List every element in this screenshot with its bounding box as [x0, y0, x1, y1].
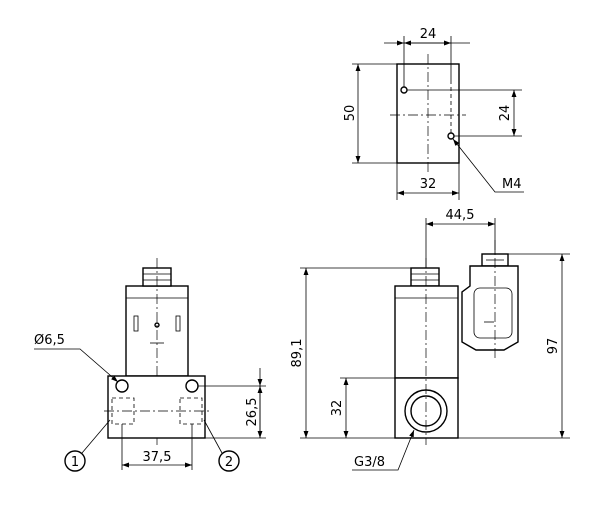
side-view: 44,5 89,1 32 97 G3/8	[290, 208, 570, 471]
label-hole-dia: Ø6,5	[34, 333, 65, 348]
label-thread: M4	[502, 177, 522, 192]
side-nut	[410, 267, 440, 287]
coil-slot	[175, 315, 181, 332]
callout-port-1	[64, 450, 86, 472]
side-coil	[394, 285, 459, 379]
callout-port-2	[218, 450, 240, 472]
label-port-1: 1	[71, 455, 79, 470]
top-view-hole-upper	[400, 86, 408, 94]
top-view: 24 50 24 32 M4	[343, 27, 524, 200]
leader-port-2	[203, 419, 223, 454]
leader-port-1	[81, 419, 111, 454]
dim-label-connector-offset: 44,5	[446, 208, 475, 223]
dim-label-width-bottom: 32	[420, 177, 437, 192]
port-hidden-left	[111, 397, 135, 425]
dim-label-port-height: 32	[330, 400, 345, 417]
dim-label-overall-height: 97	[546, 338, 561, 355]
mount-hole-left	[115, 379, 129, 393]
top-view-hole-lower	[447, 132, 455, 140]
dim-label-width-top: 24	[420, 27, 437, 42]
dim-label-port-spacing: 37,5	[143, 450, 172, 465]
mount-hole-right	[185, 379, 199, 393]
dim-label-hole-spacing: 24	[498, 105, 513, 122]
dim-label-total-height: 89,1	[290, 339, 305, 368]
leader-port-thread	[352, 429, 415, 471]
leader-thread	[452, 138, 524, 193]
connector-inner	[473, 287, 513, 339]
front-view: Ø6,5 26,5 37,5 1 2	[34, 258, 266, 472]
label-port-thread: G3/8	[354, 455, 385, 470]
coil-slot	[133, 315, 139, 332]
leader-hole-dia	[34, 348, 119, 383]
connector-body	[461, 265, 519, 351]
label-port-2: 2	[225, 455, 233, 470]
dim-label-height-port: 26,5	[245, 398, 260, 427]
dim-label-height: 50	[343, 105, 358, 122]
